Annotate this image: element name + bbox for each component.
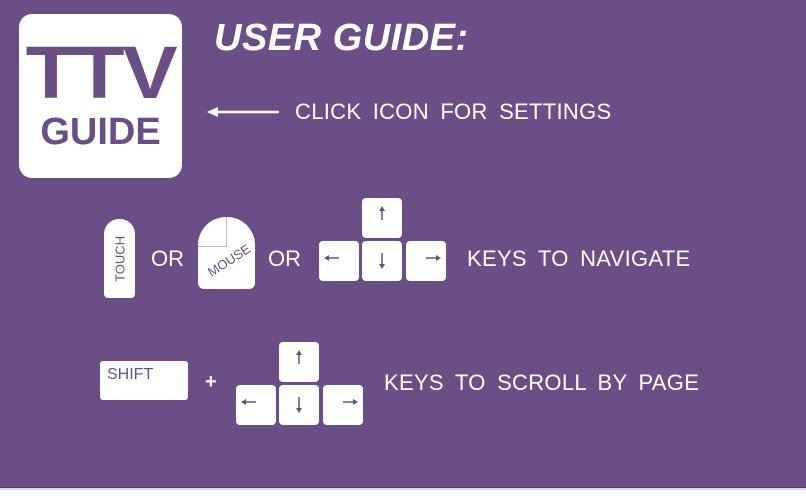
key-up[interactable] <box>362 198 402 238</box>
navigate-hint-text: KEYS TO NAVIGATE <box>467 246 691 271</box>
logo-guide-text: GUIDE <box>40 111 161 153</box>
panel-bottom-edge <box>0 488 806 490</box>
mouse-icon: MOUSE <box>198 217 255 289</box>
key-shift[interactable]: SHIFT <box>100 361 188 400</box>
logo-ttv-text: TTV <box>25 31 178 114</box>
key-down[interactable] <box>362 241 402 281</box>
touch-icon: TOUCH <box>104 219 135 298</box>
key-right[interactable] <box>406 241 446 281</box>
arrow-down-icon <box>379 253 385 269</box>
plus-sign: + <box>205 371 217 393</box>
arrow-right-icon <box>343 399 358 405</box>
settings-hint-text: CLICK ICON FOR SETTINGS <box>295 99 612 124</box>
key-down[interactable] <box>279 385 319 425</box>
arrow-up-icon <box>296 350 302 364</box>
user-guide-panel: TTV GUIDE USER GUIDE: CLICK ICON FOR SET… <box>0 0 806 488</box>
scroll-hint-text: KEYS TO SCROLL BY PAGE <box>384 370 700 395</box>
key-left[interactable] <box>236 385 276 425</box>
touch-label: TOUCH <box>112 235 127 282</box>
mouse-button-divider <box>198 246 227 247</box>
page-title: USER GUIDE: <box>214 17 469 59</box>
mouse-button-divider <box>226 217 227 246</box>
arrow-left-icon <box>207 107 279 117</box>
or-text: OR <box>268 246 301 271</box>
arrow-right-icon <box>426 255 441 261</box>
arrow-left-icon <box>241 399 256 405</box>
or-text: OR <box>151 246 184 271</box>
shift-label: SHIFT <box>107 366 154 383</box>
arrow-left-icon <box>324 255 339 261</box>
key-left[interactable] <box>319 241 359 281</box>
arrow-up-icon <box>379 206 385 220</box>
settings-logo-button[interactable]: TTV GUIDE <box>19 14 182 178</box>
key-up[interactable] <box>279 342 319 382</box>
key-right[interactable] <box>323 385 363 425</box>
arrow-down-icon <box>296 397 302 413</box>
